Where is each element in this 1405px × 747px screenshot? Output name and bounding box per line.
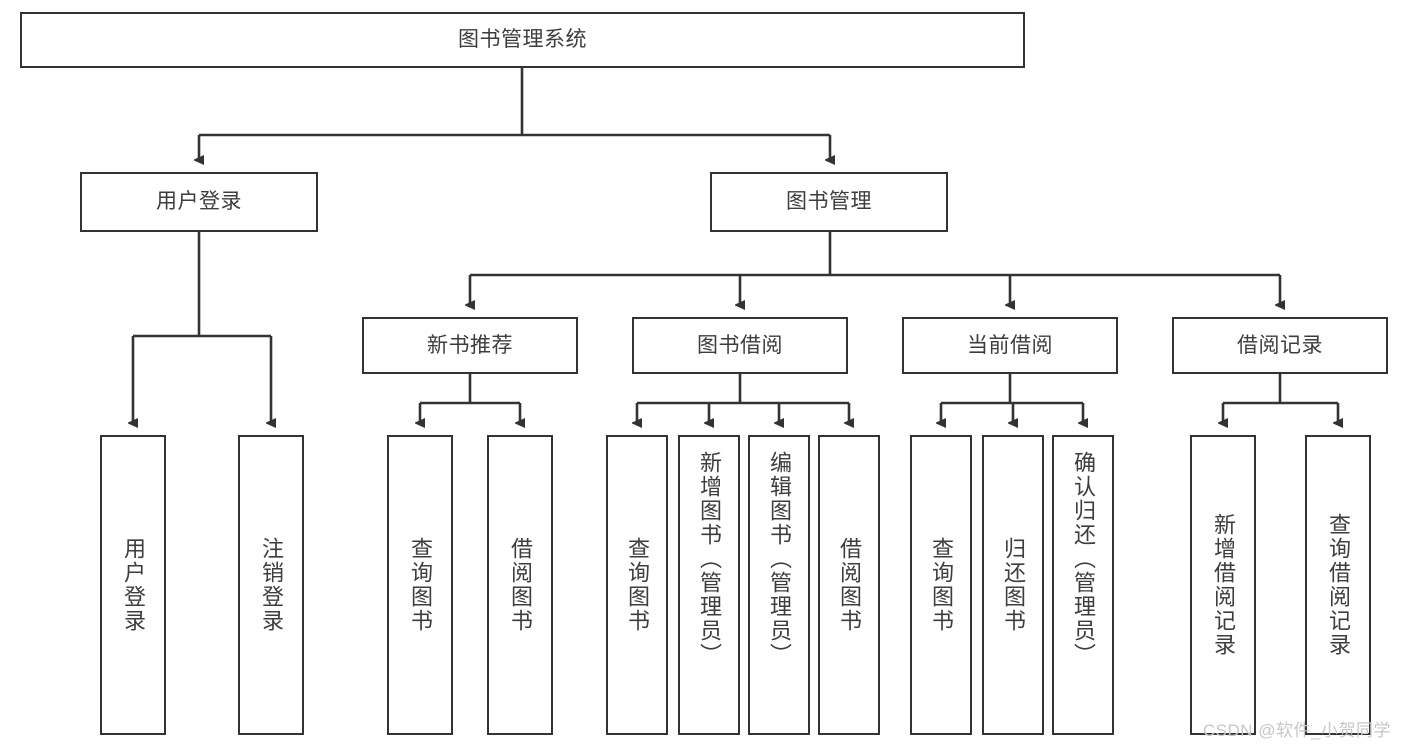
node-leaf-query-book-rec-label: 查询图书 — [408, 537, 433, 633]
node-leaf-query-book-borrow-label: 查询图书 — [625, 537, 650, 633]
node-leaf-borrow-book-rec-label: 借阅图书 — [508, 537, 533, 633]
node-leaf-confirm-return-admin[interactable]: 确认归还（管理员） — [1052, 435, 1114, 735]
node-leaf-logout[interactable]: 注销登录 — [238, 435, 304, 735]
node-user-login[interactable]: 用户登录 — [80, 172, 318, 232]
node-book-borrow-label: 图书借阅 — [697, 333, 783, 357]
node-leaf-return-book-label: 归还图书 — [1001, 537, 1026, 633]
node-leaf-borrow-book-rec[interactable]: 借阅图书 — [487, 435, 553, 735]
node-leaf-query-book-current[interactable]: 查询图书 — [910, 435, 972, 735]
node-borrow-record[interactable]: 借阅记录 — [1172, 317, 1388, 374]
node-leaf-add-borrow-record[interactable]: 新增借阅记录 — [1190, 435, 1256, 735]
node-leaf-edit-book-admin[interactable]: 编辑图书（管理员） — [748, 435, 810, 735]
node-current-borrow[interactable]: 当前借阅 — [902, 317, 1118, 374]
node-leaf-add-borrow-record-label: 新增借阅记录 — [1211, 513, 1236, 657]
node-leaf-query-borrow-record-label: 查询借阅记录 — [1326, 513, 1351, 657]
node-leaf-add-book-admin-label: 新增图书（管理员） — [697, 451, 722, 667]
node-new-book-recommend[interactable]: 新书推荐 — [362, 317, 578, 374]
node-root-label: 图书管理系统 — [458, 28, 587, 52]
node-root[interactable]: 图书管理系统 — [20, 12, 1025, 68]
node-book-manage[interactable]: 图书管理 — [710, 172, 948, 232]
node-book-manage-label: 图书管理 — [786, 190, 872, 214]
node-leaf-query-borrow-record[interactable]: 查询借阅记录 — [1305, 435, 1371, 735]
csdn-watermark: CSDN @软件_小贺同学 — [1202, 721, 1391, 740]
node-leaf-user-login-label: 用户登录 — [121, 537, 146, 633]
node-leaf-query-book-borrow[interactable]: 查询图书 — [606, 435, 668, 735]
node-leaf-user-login[interactable]: 用户登录 — [100, 435, 166, 735]
node-leaf-query-book-rec[interactable]: 查询图书 — [387, 435, 453, 735]
node-borrow-record-label: 借阅记录 — [1237, 333, 1323, 357]
node-user-login-label: 用户登录 — [156, 190, 242, 214]
node-current-borrow-label: 当前借阅 — [967, 333, 1053, 357]
node-leaf-confirm-return-admin-label: 确认归还（管理员） — [1071, 451, 1096, 667]
node-leaf-borrow-book[interactable]: 借阅图书 — [818, 435, 880, 735]
node-leaf-logout-label: 注销登录 — [259, 537, 284, 633]
node-book-borrow[interactable]: 图书借阅 — [632, 317, 848, 374]
node-leaf-query-book-current-label: 查询图书 — [929, 537, 954, 633]
node-new-book-recommend-label: 新书推荐 — [427, 333, 513, 357]
node-leaf-borrow-book-label: 借阅图书 — [837, 537, 862, 633]
node-leaf-edit-book-admin-label: 编辑图书（管理员） — [767, 451, 792, 667]
node-leaf-return-book[interactable]: 归还图书 — [982, 435, 1044, 735]
node-leaf-add-book-admin[interactable]: 新增图书（管理员） — [678, 435, 740, 735]
